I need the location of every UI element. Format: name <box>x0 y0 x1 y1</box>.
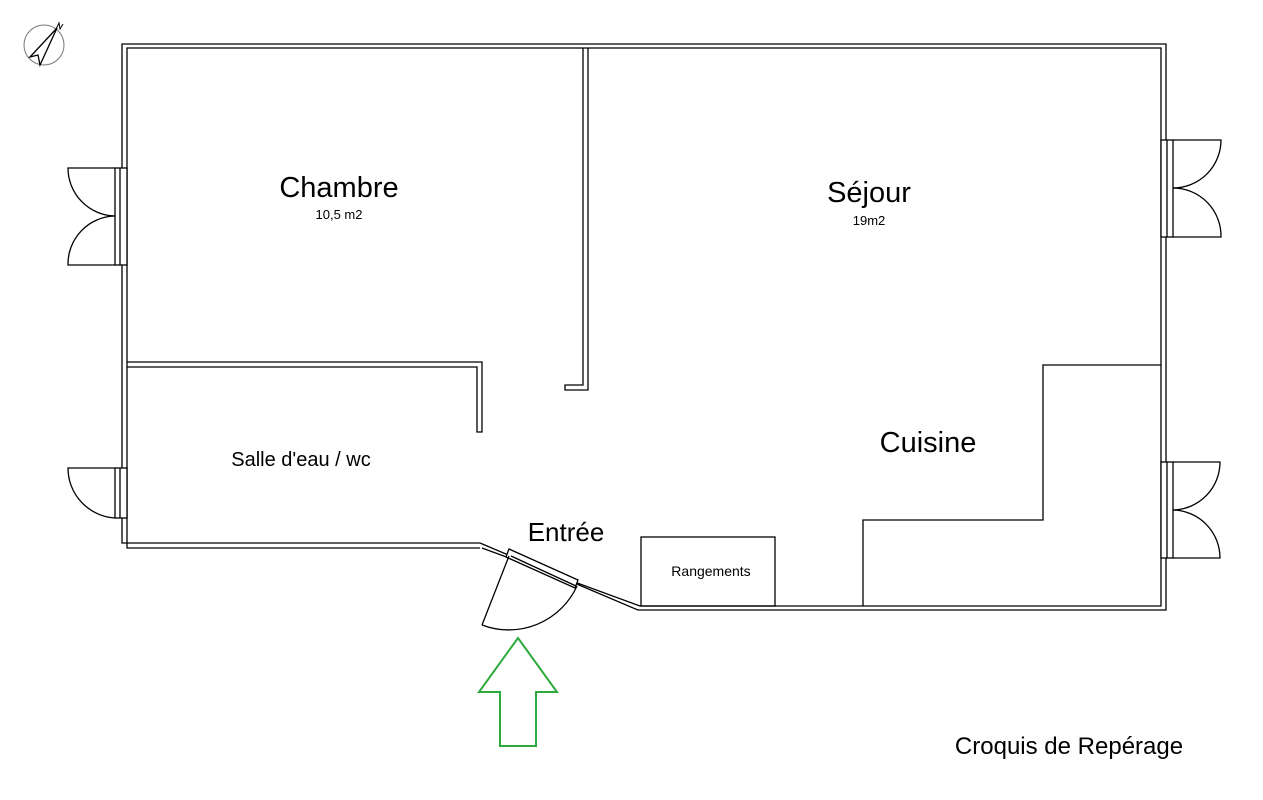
plan-title: Croquis de Repérage <box>954 733 1184 760</box>
storage-outline <box>640 536 776 607</box>
window-sejour <box>1160 139 1222 238</box>
window-chambre <box>67 167 128 266</box>
entry-arrow-icon <box>477 636 559 747</box>
room-name-sejour: Séjour <box>827 177 911 209</box>
wall-chambre-salle-eau <box>127 361 483 433</box>
entry-door <box>481 548 579 631</box>
outer-wall <box>121 43 1167 611</box>
room-name-rangements: Rangements <box>671 563 751 579</box>
wall-chambre-sejour <box>564 48 589 391</box>
room-name-chambre: Chambre <box>279 172 399 204</box>
room-name-cuisine: Cuisine <box>879 427 977 459</box>
window-cuisine <box>1160 461 1221 559</box>
window-salle-eau <box>67 467 128 519</box>
kitchen-outline <box>862 364 1161 606</box>
north-arrow-icon <box>23 21 65 68</box>
room-name-salle-eau: Salle d'eau / wc <box>231 449 371 471</box>
room-name-entree: Entrée <box>527 517 605 547</box>
room-area-chambre: 10,5 m2 <box>315 207 363 222</box>
room-area-sejour: 19m2 <box>852 213 886 228</box>
